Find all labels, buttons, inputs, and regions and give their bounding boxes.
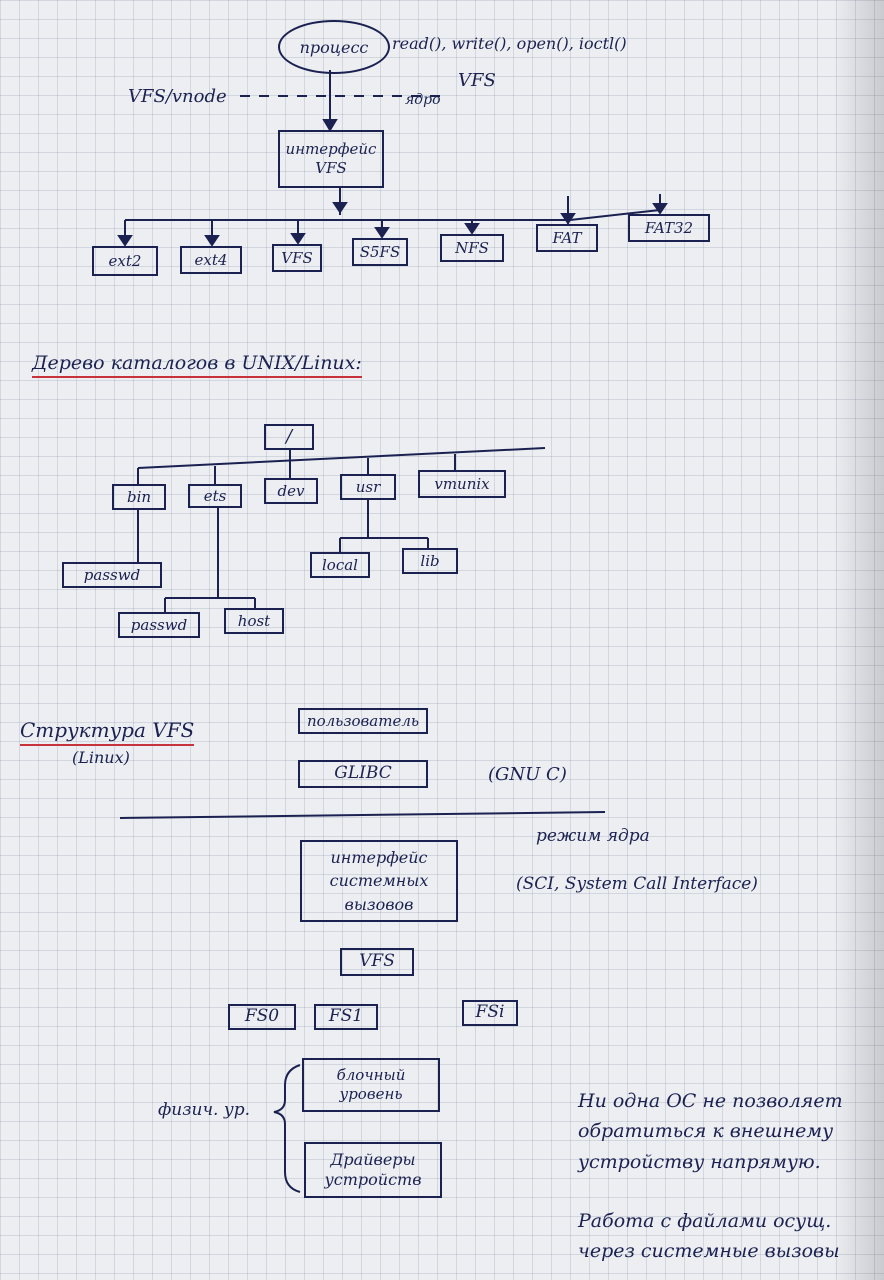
fs-label: ext2 bbox=[108, 251, 142, 270]
fs-box-s5fs: S5FS bbox=[352, 238, 408, 266]
note-direct-access: Ни одна ОС не позволяет обратиться к вне… bbox=[578, 1090, 843, 1173]
fs0-label: FS0 bbox=[244, 1006, 280, 1027]
tree-heading: Дерево каталогов в UNIX/Linux: bbox=[32, 352, 362, 378]
tree-dir-label: local bbox=[322, 555, 358, 574]
fs-box-fat: FAT bbox=[536, 224, 598, 252]
block-level-label: блочный уровень bbox=[336, 1066, 406, 1103]
fs-box-nfs: NFS bbox=[440, 234, 504, 262]
tree-dir-label: lib bbox=[420, 551, 440, 570]
tree-dir-dev: dev bbox=[264, 478, 318, 504]
kernel-label: ядро bbox=[405, 92, 441, 108]
process-label: процесс bbox=[299, 37, 369, 57]
tree-dir-usr: usr bbox=[340, 474, 396, 500]
gnu-c-label: (GNU C) bbox=[488, 764, 567, 785]
process-node: процесс bbox=[278, 20, 390, 74]
fs-box-vfs: VFS bbox=[272, 244, 322, 272]
sci-box: интерфейс системных вызовов bbox=[300, 840, 458, 922]
sci-box-label: интерфейс системных вызовов bbox=[329, 848, 429, 914]
vfs-vnode-label: VFS/vnode bbox=[128, 86, 227, 107]
tree-file-label: passwd bbox=[130, 615, 188, 634]
fs-label: ext4 bbox=[194, 250, 228, 269]
page-edge-shadow bbox=[832, 0, 884, 1280]
fs-label: NFS bbox=[455, 238, 489, 257]
tree-dir-label: vmunix bbox=[434, 474, 490, 493]
tree-file-label: passwd bbox=[83, 565, 141, 584]
tree-file-ets-passwd: passwd bbox=[118, 612, 200, 638]
fs-box-fat32: FAT32 bbox=[628, 214, 710, 242]
fs1-box: FS1 bbox=[314, 1004, 378, 1030]
tree-dir-ets: ets bbox=[188, 484, 242, 508]
tree-root-box: / bbox=[264, 424, 314, 450]
drivers-label: Драйверы устройств bbox=[324, 1150, 422, 1189]
tree-dir-label: ets bbox=[203, 486, 227, 505]
fs0-box: FS0 bbox=[228, 1004, 296, 1030]
tree-dir-usr-local: local bbox=[310, 552, 370, 578]
structure-subheading: (Linux) bbox=[72, 748, 130, 767]
tree-dir-usr-lib: lib bbox=[402, 548, 458, 574]
fsi-label: FSi bbox=[475, 1002, 505, 1023]
fs-label: FAT32 bbox=[644, 218, 694, 237]
tree-dir-label: usr bbox=[355, 477, 381, 496]
block-level-box: блочный уровень bbox=[302, 1058, 440, 1112]
tree-file-bin-passwd: passwd bbox=[62, 562, 162, 588]
tree-dir-label: bin bbox=[126, 487, 152, 506]
vfs-interface-label: интерфейс VFS bbox=[285, 140, 377, 177]
sci-label: (SCI, System Call Interface) bbox=[516, 874, 758, 894]
vfs-layer-label: VFS bbox=[359, 951, 395, 972]
syscalls-label: read(), write(), open(), ioctl() bbox=[392, 34, 627, 53]
phys-level-label: физич. ур. bbox=[158, 1100, 251, 1120]
drivers-box: Драйверы устройств bbox=[304, 1142, 442, 1198]
kernel-vfs-label: VFS bbox=[458, 70, 496, 91]
fs-box-ext4: ext4 bbox=[180, 246, 242, 274]
fs-label: VFS bbox=[281, 248, 313, 267]
tree-file-ets-host: host bbox=[224, 608, 284, 634]
vfs-interface-box: интерфейс VFS bbox=[278, 130, 384, 188]
tree-file-label: host bbox=[237, 611, 271, 630]
glibc-box: GLIBC bbox=[298, 760, 428, 788]
tree-dir-vmunix: vmunix bbox=[418, 470, 506, 498]
fs-label: S5FS bbox=[359, 242, 401, 261]
structure-heading: Структура VFS bbox=[20, 718, 195, 746]
kernel-mode-label: режим ядра bbox=[536, 826, 650, 846]
user-label: пользователь bbox=[306, 711, 420, 730]
note-syscalls: Работа с файлами осущ. через системные в… bbox=[578, 1210, 840, 1263]
glibc-label: GLIBC bbox=[334, 763, 392, 784]
tree-dir-bin: bin bbox=[112, 484, 166, 510]
fs-label: FAT bbox=[552, 228, 582, 247]
tree-dir-label: dev bbox=[277, 481, 305, 500]
user-box: пользователь bbox=[298, 708, 428, 734]
vfs-layer-box: VFS bbox=[340, 948, 414, 976]
fs-box-ext2: ext2 bbox=[92, 246, 158, 276]
fs1-label: FS1 bbox=[328, 1006, 364, 1027]
tree-root-label: / bbox=[285, 425, 293, 447]
fsi-box: FSi bbox=[462, 1000, 518, 1026]
